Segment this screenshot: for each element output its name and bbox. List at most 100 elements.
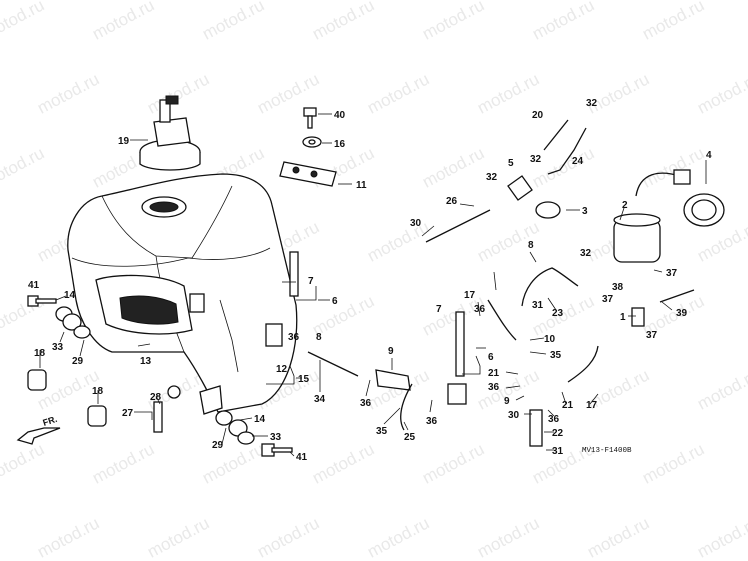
washer-stack-lower [215,410,255,445]
callout-1: 1 [620,312,626,323]
callout-30a: 30 [410,218,422,229]
callout-33b: 33 [270,432,282,443]
callout-19: 19 [118,136,130,147]
callout-20: 20 [532,110,544,121]
callout-17a: 17 [464,290,476,301]
callout-16: 16 [334,139,346,150]
callout-36f: 36 [548,414,560,425]
fuel-pump-2 [613,213,661,263]
callout-8a: 8 [528,240,534,251]
mount-bolt-41a [27,295,57,307]
callout-41b: 41 [296,452,308,463]
fuel-cap [139,95,201,171]
fuel-sensor-27 [153,385,181,433]
callout-8b: 8 [316,332,322,343]
callout-28: 28 [150,392,162,403]
callout-15: 15 [298,374,310,385]
fuel-valve-left [265,251,299,347]
drain-tube-20 [543,119,569,151]
pump-relay-4 [635,169,725,227]
diagram-code: MV13-F1400B [582,447,632,455]
callout-37a: 37 [666,268,678,279]
washer-stack-upper [55,306,91,339]
leader-lines [39,113,707,457]
callout-labels: 19 40 16 11 20 32 32 5 32 24 4 3 26 30 2… [28,98,712,463]
callout-32c: 32 [530,154,542,165]
callout-24: 24 [572,156,584,167]
callout-14a: 14 [64,290,76,301]
callout-32a: 32 [586,98,598,109]
fuel-tube-26 [425,209,491,243]
callout-29a: 29 [72,356,84,367]
callout-36e: 36 [488,382,500,393]
callout-12: 12 [276,364,288,375]
callout-31a: 31 [532,300,544,311]
front-direction-arrow: FR. [16,414,61,445]
callout-35b: 35 [550,350,562,361]
callout-7a: 7 [308,276,314,287]
callout-34: 34 [314,394,326,405]
callout-36a: 36 [288,332,300,343]
mount-rubber-18b [87,405,107,427]
callout-2: 2 [622,200,628,211]
callout-4: 4 [706,150,712,161]
collar-washer [302,136,322,148]
callout-14b: 14 [254,414,266,425]
callout-9b: 9 [504,396,510,407]
front-arrow-label: FR. [42,414,59,428]
callout-37c: 37 [646,330,658,341]
callout-7b: 7 [436,304,442,315]
fuel-filter-5 [507,175,533,201]
pump-bracket-1 [631,307,645,327]
callout-36d: 36 [474,304,486,315]
callout-36c: 36 [426,416,438,427]
callout-40: 40 [334,110,346,121]
callout-6a: 6 [332,296,338,307]
callout-29b: 29 [212,440,224,451]
callout-31b: 31 [552,446,564,457]
fuel-tube-17a [487,299,517,341]
fuel-tube-8 [521,267,579,307]
callout-9a: 9 [388,346,394,357]
callout-36b: 36 [360,398,372,409]
filter-holder-3 [535,201,561,219]
fuel-valve-center [447,311,467,405]
callout-35a: 35 [376,426,388,437]
fuel-tube-34 [307,351,359,377]
callout-21b: 21 [562,400,574,411]
callout-26: 26 [446,196,458,207]
callout-6b: 6 [488,352,494,363]
overflow-tube-24 [547,127,587,175]
fuel-tube-39 [659,289,695,303]
callout-30b: 30 [508,410,520,421]
callout-32d: 32 [580,248,592,259]
callout-27: 27 [122,408,134,419]
callout-25: 25 [404,432,416,443]
mount-bolt-41b [261,443,293,457]
callout-39: 39 [676,308,688,319]
fuel-tank [67,173,298,415]
callout-21a: 21 [488,368,500,379]
callout-11: 11 [356,180,367,191]
callout-13: 13 [140,356,152,367]
callout-23: 23 [552,308,564,319]
callout-3: 3 [582,206,588,217]
fuel-tube-17b [567,345,599,383]
callout-33a: 33 [52,342,64,353]
callout-18a: 18 [34,348,46,359]
callout-22: 22 [552,428,564,439]
callout-37b: 37 [602,294,614,305]
callout-32b: 32 [486,172,498,183]
callout-41a: 41 [28,280,40,291]
mounting-bolt [303,107,317,129]
mount-rubber-18a [27,369,47,391]
fuel-joint-22 [529,409,543,447]
callout-38: 38 [612,282,624,293]
callout-5: 5 [508,158,514,169]
three-way-joint-9 [375,369,411,391]
callout-18b: 18 [92,386,104,397]
fuel-tube-25 [400,383,413,431]
callout-17b: 17 [586,400,598,411]
